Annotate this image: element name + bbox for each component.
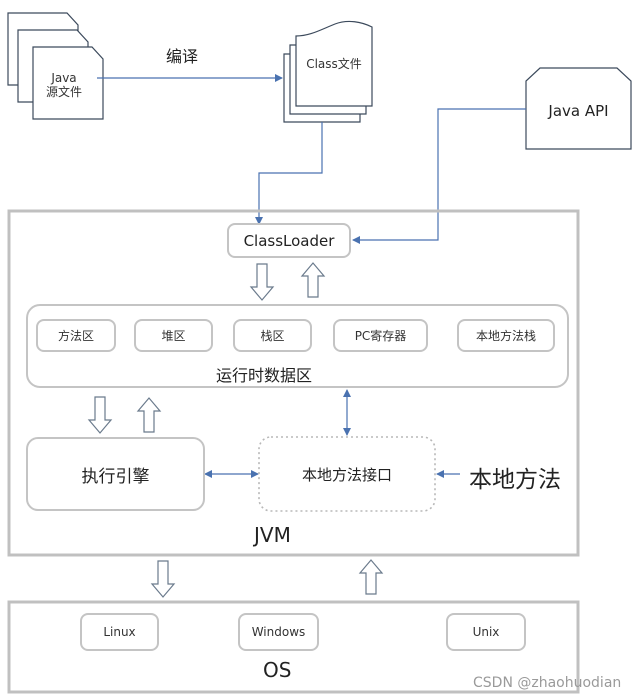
- os-up-arrow-icon: [358, 559, 384, 595]
- os-label: OS: [263, 658, 292, 682]
- java-source-line1: Java: [51, 71, 77, 85]
- region-stack[interactable]: 栈区: [233, 319, 312, 352]
- java-api-label: Java API: [548, 102, 609, 120]
- region-label: 方法区: [57, 329, 94, 343]
- class-to-loader-connector: [255, 122, 323, 225]
- java-source-files-icon: [7, 12, 104, 120]
- class-loader-box[interactable]: ClassLoader: [227, 223, 351, 258]
- native-interface-label: 本地方法接口: [301, 466, 392, 484]
- runtime-up-arrow-icon: [136, 397, 162, 433]
- region-pc-register[interactable]: PC寄存器: [333, 319, 428, 352]
- jvm-label: JVM: [254, 523, 291, 547]
- loader-down-arrow-icon: [249, 263, 275, 301]
- region-label: 本地方法栈: [475, 329, 536, 343]
- region-heap[interactable]: 堆区: [134, 319, 213, 352]
- os-linux-label: Linux: [103, 625, 136, 639]
- watermark: CSDN @zhaohuodian: [473, 675, 622, 691]
- os-windows[interactable]: Windows: [238, 613, 319, 651]
- class-loader-label: ClassLoader: [243, 231, 335, 250]
- loader-up-arrow-icon: [300, 262, 326, 298]
- region-label: 堆区: [161, 329, 186, 343]
- api-to-loader-connector: [352, 108, 526, 244]
- region-label: 栈区: [260, 329, 285, 343]
- compile-label: 编译: [166, 47, 199, 66]
- jvm-down-arrow-icon: [150, 560, 176, 598]
- execution-engine-label: 执行引擎: [81, 466, 150, 487]
- class-file-label: Class文件: [306, 57, 362, 71]
- java-source-label: Java 源文件: [44, 71, 84, 99]
- region-label: PC寄存器: [354, 329, 407, 343]
- os-windows-label: Windows: [251, 625, 306, 639]
- region-method-area[interactable]: 方法区: [36, 319, 116, 352]
- os-linux[interactable]: Linux: [80, 613, 159, 651]
- native-methods-label: 本地方法: [469, 467, 561, 493]
- os-unix[interactable]: Unix: [446, 613, 526, 651]
- java-source-line2: 源文件: [45, 85, 82, 99]
- region-native-method-stack[interactable]: 本地方法栈: [457, 319, 555, 352]
- execution-engine-box[interactable]: 执行引擎: [26, 437, 205, 511]
- runtime-down-arrow-icon: [87, 396, 113, 434]
- os-unix-label: Unix: [472, 625, 500, 639]
- runtime-data-area-label: 运行时数据区: [216, 366, 313, 385]
